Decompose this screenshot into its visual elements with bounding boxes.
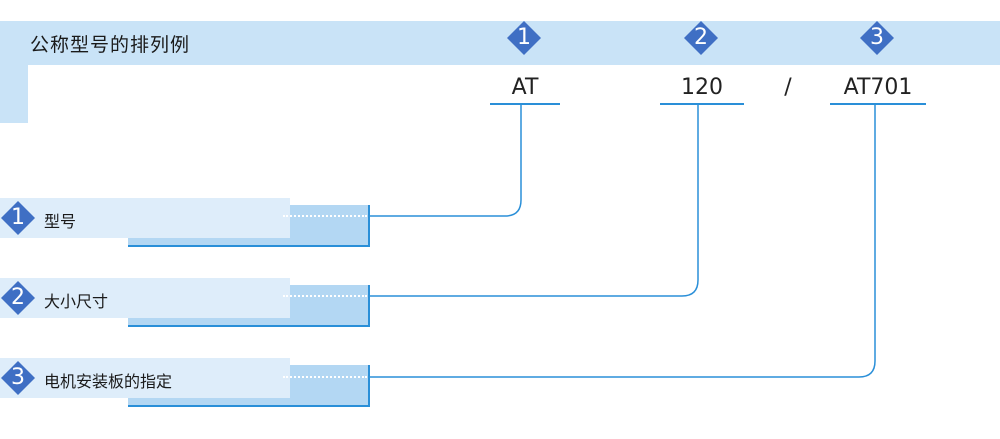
header-code-area [28,65,1000,123]
code-segment-model: AT [511,75,539,100]
code-segment-motor-plate: AT701 [843,75,913,100]
item-3-badge-icon: 3 [0,360,36,396]
item-2-badge-icon: 2 [0,280,36,316]
code-underline-2 [660,103,744,105]
code-segment-size: 120 [681,75,723,100]
page-title: 公称型号的排列例 [30,34,191,56]
connector-3 [369,104,876,378]
item-3-label: 电机安装板的指定 [44,372,173,391]
marker-3-icon: 3 [859,20,895,56]
marker-2-icon: 2 [683,20,719,56]
code-separator: / [784,75,792,100]
connector-1 [369,104,522,217]
marker-1-icon: 1 [506,20,542,56]
item-1-label: 型号 [44,212,77,231]
header-band [0,21,1000,123]
code-underline-3 [830,103,926,105]
item-1-badge-icon: 1 [0,200,36,236]
code-underline-1 [490,103,560,105]
item-2-label: 大小尺寸 [44,292,109,311]
connector-2 [369,104,699,297]
